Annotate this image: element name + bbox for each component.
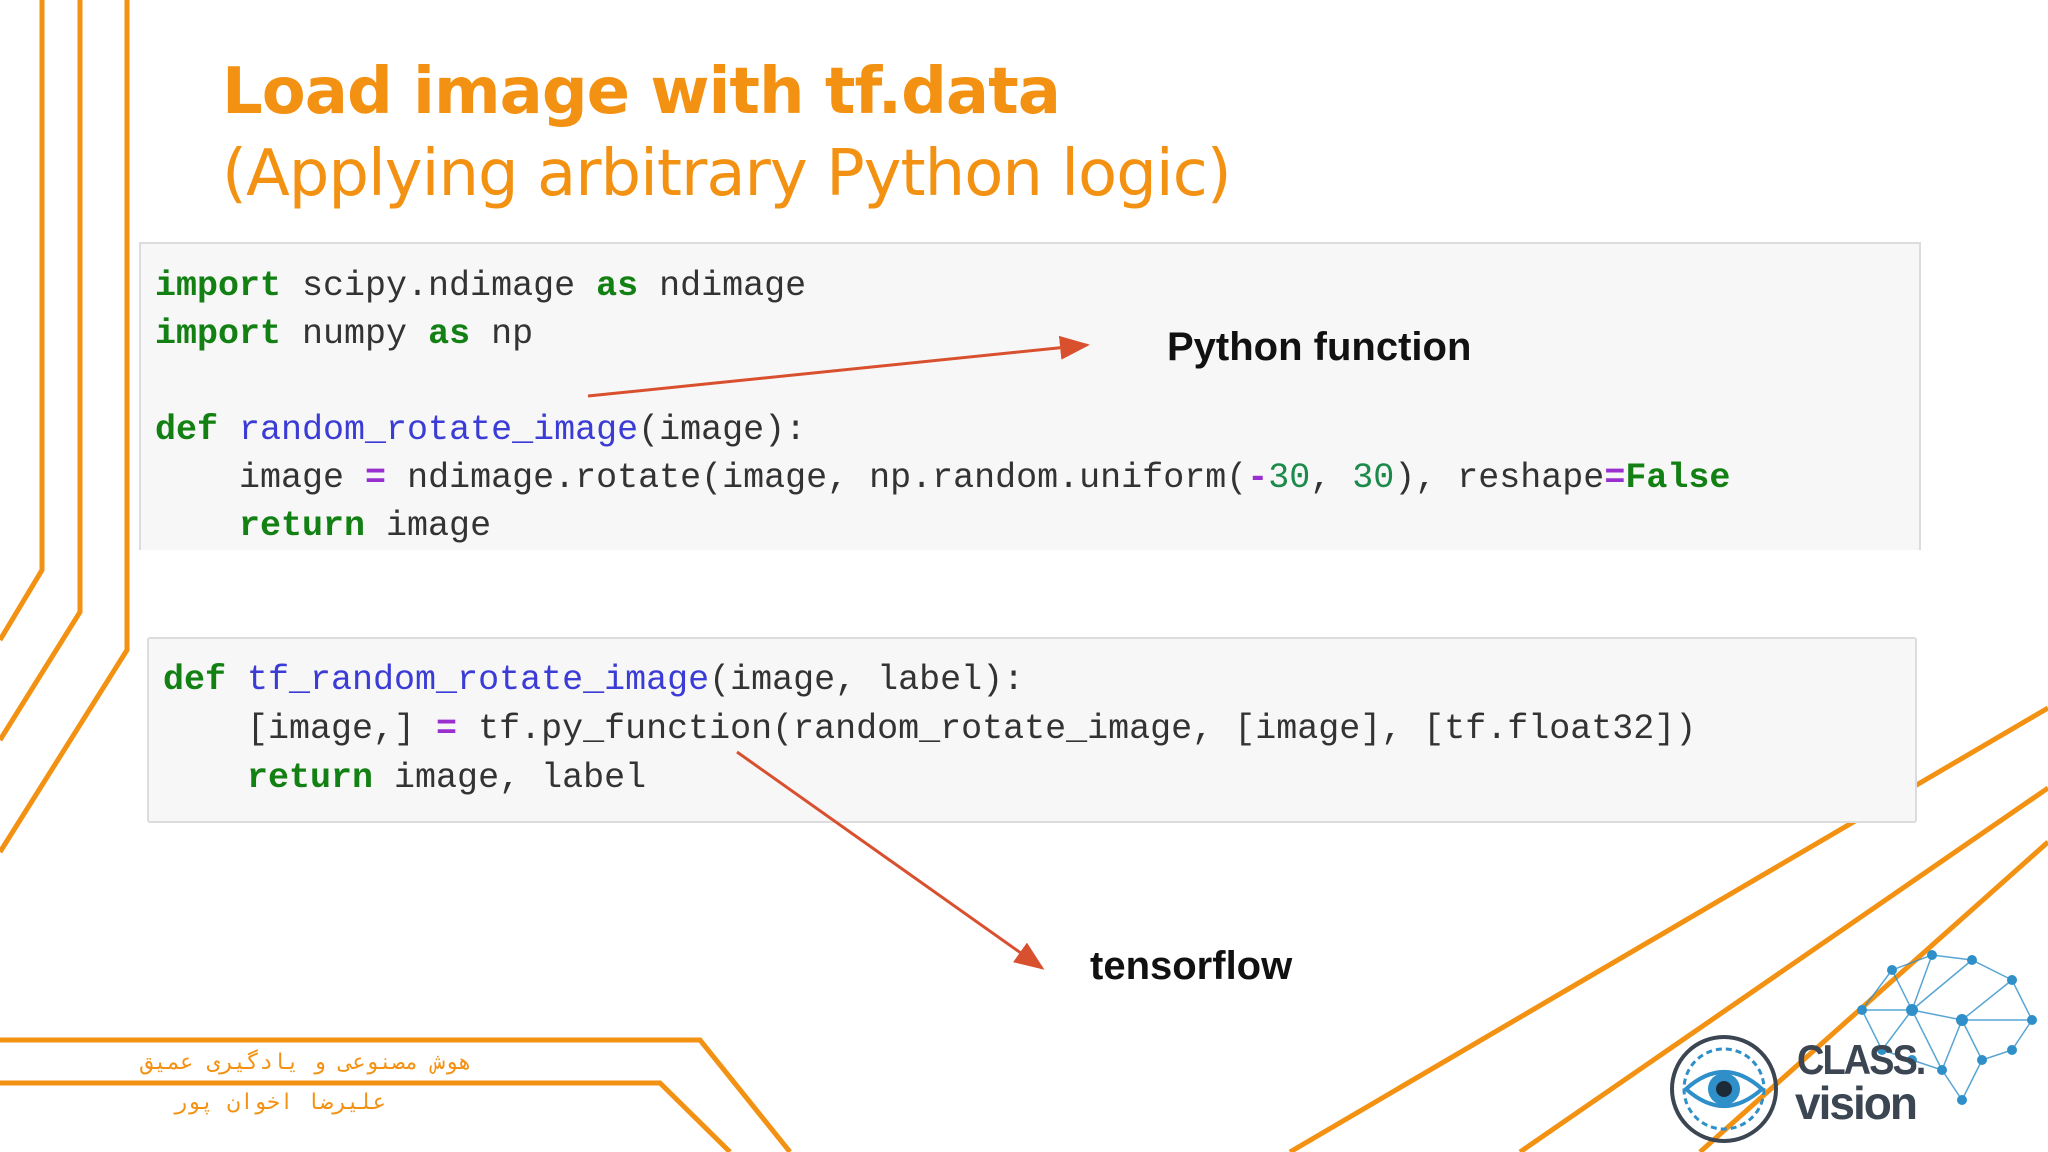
code-token: 30 xyxy=(1268,458,1311,498)
code-token xyxy=(226,660,247,700)
code-token: import xyxy=(155,314,282,354)
code-line: def random_rotate_image(image): xyxy=(155,406,1730,454)
code-token: return xyxy=(239,506,366,546)
code-token: def xyxy=(163,660,227,700)
code-token: False xyxy=(1625,458,1731,498)
logo-eye-icon xyxy=(1670,1035,1778,1143)
code-token: def xyxy=(155,410,219,450)
code-line: return image, label xyxy=(163,754,1696,803)
code-token: [image,] xyxy=(163,709,437,749)
code-token: as xyxy=(428,314,471,354)
footer-course-title: هوش مصنوعی و یادگیری عمیق xyxy=(140,1050,472,1075)
code-token: image xyxy=(155,458,366,498)
code-line: import numpy as np xyxy=(155,310,1730,358)
slide-title: Load image with tf.data xyxy=(222,55,1061,129)
code-line: import scipy.ndimage as ndimage xyxy=(155,262,1730,310)
code-token: (image): xyxy=(638,410,807,450)
code-token: tf_random_rotate_image xyxy=(247,660,710,700)
code-token: random_rotate_image xyxy=(239,410,639,450)
code-token: = xyxy=(436,709,458,749)
annotation-tensorflow: tensorflow xyxy=(1090,944,1293,988)
code-line: image = ndimage.rotate(image, np.random.… xyxy=(155,454,1730,502)
code-token: ndimage.rotate(image, np.random.uniform( xyxy=(386,458,1248,498)
code-token: tf.py_function(random_rotate_image, [ima… xyxy=(457,709,1697,749)
slide-subtitle: (Applying arbitrary Python logic) xyxy=(222,137,1232,211)
code-token: import xyxy=(155,266,282,306)
code-token: ndimage xyxy=(638,266,807,306)
logo-class-text: CLASS. xyxy=(1797,1037,1926,1085)
code-token: - xyxy=(1247,458,1269,498)
slide-title-block: Load image with tf.data (Applying arbitr… xyxy=(222,52,1232,216)
code-line: def tf_random_rotate_image(image, label)… xyxy=(163,656,1696,705)
code-token: return xyxy=(247,758,374,798)
logo-vision-text: vision xyxy=(1795,1077,1918,1129)
code-token: (image, label): xyxy=(709,660,1025,700)
code-token: 30 xyxy=(1352,458,1395,498)
code-token: = xyxy=(365,458,387,498)
code-token: = xyxy=(1604,458,1626,498)
code-token: np xyxy=(470,314,534,354)
code-line: return image xyxy=(155,502,1730,550)
footer-author: علیرضا اخوان پور xyxy=(174,1090,386,1115)
code-token: image xyxy=(365,506,492,546)
annotation-python-function: Python function xyxy=(1167,325,1472,369)
code-token xyxy=(218,410,239,450)
logo-brain-network-icon xyxy=(1857,950,2037,1105)
code-line xyxy=(155,358,1730,406)
code-token: scipy.ndimage xyxy=(281,266,597,306)
code-token: image, label xyxy=(373,758,647,798)
code-block-tf-wrapper: def tf_random_rotate_image(image, label)… xyxy=(163,656,1696,803)
code-token: ), reshape xyxy=(1394,458,1605,498)
code-token: numpy xyxy=(281,314,429,354)
code-line: [image,] = tf.py_function(random_rotate_… xyxy=(163,705,1696,754)
code-cell-tf-wrapper[interactable]: def tf_random_rotate_image(image, label)… xyxy=(147,637,1917,823)
code-token: , xyxy=(1310,458,1353,498)
code-token: as xyxy=(596,266,639,306)
code-token xyxy=(163,758,247,798)
code-token xyxy=(155,506,239,546)
